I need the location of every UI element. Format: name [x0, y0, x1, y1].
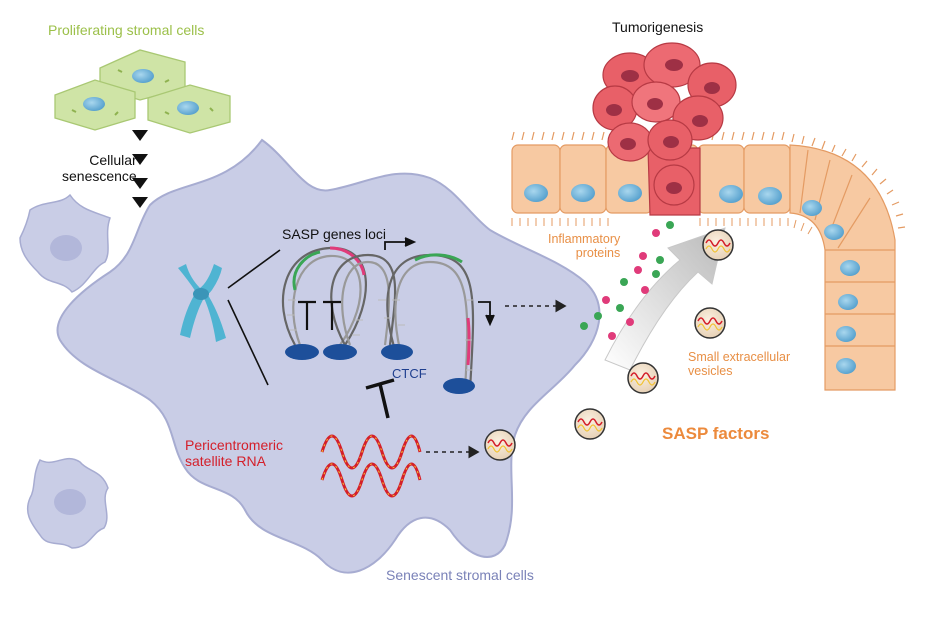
label-ctcf: CTCF [392, 366, 427, 381]
repression-bars [298, 300, 341, 330]
proliferating-cells [54, 49, 231, 134]
extracellular-vesicles [484, 229, 734, 461]
dna-loop-left [281, 246, 367, 346]
dna-loop-right [386, 253, 475, 391]
label-proliferating-cells: Proliferating stromal cells [48, 22, 205, 38]
transcription-arrow [384, 237, 495, 327]
label-inflammatory-proteins: Inflammatory proteins [548, 232, 621, 261]
label-cellular-senescence: Cellular senescence [62, 152, 137, 185]
tumor-mass [592, 42, 737, 216]
ctcf-proteins [285, 344, 475, 394]
label-sasp-genes-loci: SASP genes loci [282, 226, 387, 242]
label-pericentromeric-rna: Pericentromeric satellite RNA [185, 437, 284, 470]
label-senescent-stromal-cells: Senescent stromal cells [386, 567, 534, 583]
label-sasp-factors: SASP factors [662, 424, 770, 443]
chromosome [178, 264, 226, 342]
satellite-rna [320, 434, 422, 498]
rna-inhibits-ctcf [365, 378, 395, 419]
inflammatory-protein-dots [580, 221, 674, 340]
label-tumorigenesis: Tumorigenesis [612, 19, 704, 35]
label-small-ev: Small extracellular vesicles [688, 350, 791, 379]
senescence-arrowheads [132, 130, 148, 208]
